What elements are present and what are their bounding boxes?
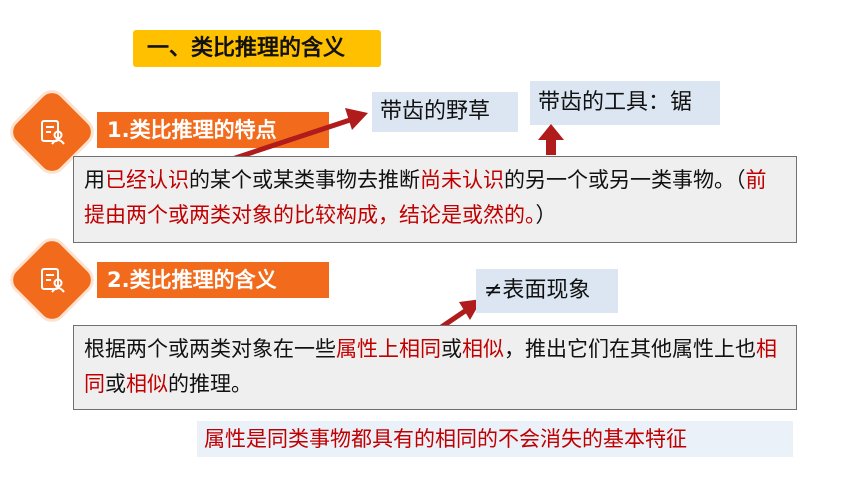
attribute-note: 属性是同类事物都具有的相同的不会消失的基本特征 — [197, 421, 793, 457]
callout-tool: 带齿的工具：锯 — [530, 81, 720, 125]
callout-weed: 带齿的野草 — [372, 92, 518, 132]
text-highlight: 属性上相同 — [336, 337, 441, 361]
text-highlight: 相同 — [84, 337, 777, 396]
text-highlight: 已经认识 — [105, 168, 189, 192]
section2-definition-box: 根据两个或两类对象在一些属性上相同或相似，推出它们在其他属性上也相同或相似的推理… — [73, 325, 797, 410]
section1-definition-box: 用已经认识的某个或某类事物去推断尚未认识的另一个或另一类事物。（前提由两个或两类… — [73, 156, 797, 243]
text-plain: 的推理。 — [168, 372, 252, 396]
text-plain: ，推出它们在其他属性上也 — [504, 337, 756, 361]
text-highlight: 前提由两个或两类对象的比较构成，结论是或然的。 — [84, 168, 767, 227]
text-plain: 的某个或某类事物去推断 — [189, 168, 420, 192]
text-plain: 或 — [441, 337, 462, 361]
page-title: 一、类比推理的含义 — [133, 30, 381, 67]
text-plain: 根据两个或两类对象在一些 — [84, 337, 336, 361]
text-plain: 的另一个或另一类事物。（ — [504, 168, 746, 192]
document-person-icon — [21, 101, 83, 163]
section2-heading: 2.类比推理的含义 — [97, 262, 329, 298]
text-plain: ） — [535, 203, 557, 227]
text-highlight: 相似 — [462, 337, 504, 361]
text-highlight: 尚未认识 — [420, 168, 504, 192]
callout-phenomenon: ≠表面现象 — [476, 269, 618, 313]
document-person-icon — [21, 249, 83, 311]
text-highlight: 相似 — [126, 372, 168, 396]
section1-heading: 1.类比推理的特点 — [97, 112, 329, 148]
text-plain: 用 — [84, 168, 105, 192]
text-plain: 或 — [105, 372, 126, 396]
